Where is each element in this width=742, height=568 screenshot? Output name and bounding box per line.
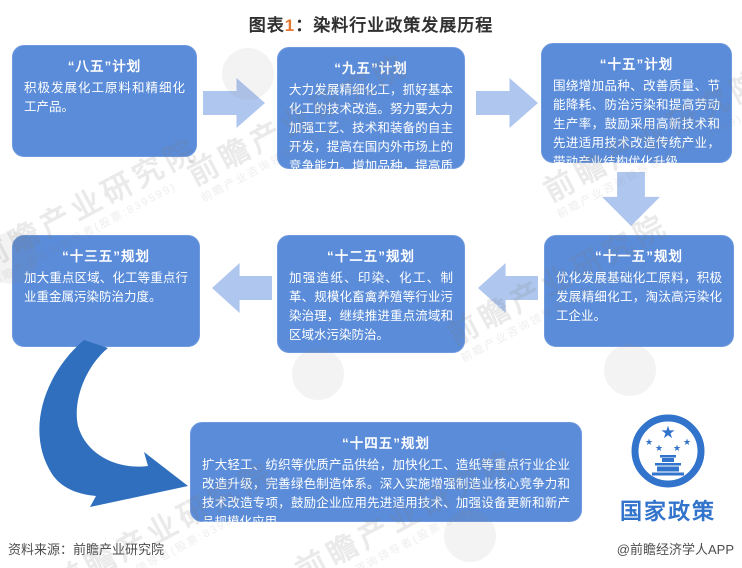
policy-box-11th-plan: “十一五”规划 优化发展基础化工原料，积极发展精细化工，淘汰高污染化工企业。 [544,235,734,347]
policy-box-body: 加大重点区域、化工等重点行业重金属污染防治力度。 [24,271,188,304]
svg-text:★: ★ [655,444,663,454]
policy-box-14th-plan: “十四五”规划 扩大轻工、纺织等优质产品供给，加快化工、造纸等重点行业企业改造升… [190,422,582,529]
credit-note: @前瞻经济学人APP [616,542,734,557]
policy-box-title: “十二五”规划 [327,249,415,264]
qianzhan-logo-watermark-icon [604,344,656,396]
policy-box-10th-plan: “十五”计划 围绕增加品种、改善质量、节能降耗、防治污染和提高劳动生产率，鼓励采… [541,43,732,169]
page-title: 图表1：染料行业政策发展历程 [0,11,742,36]
svg-text:★: ★ [660,423,675,443]
policy-box-body: 优化发展基础化工原料，积极发展精细化工，淘汰高污染化工企业。 [556,271,722,323]
policy-box-title: “十三五”规划 [62,249,150,264]
badge-label: 国家政策 [619,499,716,524]
policy-box-body: 积极发展化工原料和精细化工产品。 [24,81,185,114]
policy-box-body: 加强造纸、印染、化工、制革、规模化畜禽养殖等行业污染治理，继续推进重点流域和区域… [289,271,453,342]
svg-text:★: ★ [673,444,681,454]
policy-box-title: “十五”计划 [599,57,674,72]
svg-text:★: ★ [683,438,691,448]
page-title-suffix: ：染料行业政策发展历程 [295,16,494,35]
policy-box-title: “九五”计划 [334,61,408,76]
curved-arrow-icon [39,340,188,507]
qianzhan-logo-watermark-icon [292,348,344,400]
policy-box-body: 大力发展精细化工，抓好基本化工的技术改造。努力要大力加强工艺、技术和装备的自主开… [289,83,453,192]
policy-box-13th-plan: “十三五”规划 加大重点区域、化工等重点行业重金属污染防治力度。 [12,235,200,347]
policy-box-title: “十一五”规划 [595,249,683,264]
policy-box-12th-plan: “十二五”规划 加强造纸、印染、化工、制革、规模化畜禽养殖等行业污染治理，继续推… [277,235,465,353]
policy-box-8th-plan: “八五”计划 积极发展化工原料和精细化工产品。 [12,45,197,157]
policy-box-body: 围绕增加品种、改善质量、节能降耗、防治污染和提高劳动生产率，鼓励采用高新技术和先… [553,79,720,169]
page-title-number: 1 [284,16,296,35]
national-emblem-icon: ★ ★ ★ ★ ★ [631,414,705,488]
policy-box-9th-plan: “九五”计划 大力发展精细化工，抓好基本化工的技术改造。努力要大力加强工艺、技术… [277,47,465,192]
svg-text:★: ★ [645,438,653,448]
policy-box-title: “八五”计划 [67,59,142,74]
source-note: 资料来源：前瞻产业研究院 [8,542,165,557]
page-title-prefix: 图表 [248,16,285,35]
policy-box-body: 扩大轻工、纺织等优质产品供给，加快化工、造纸等重点行业企业改造升级，完善绿色制造… [202,458,570,529]
policy-box-title: “十四五”规划 [342,436,430,451]
